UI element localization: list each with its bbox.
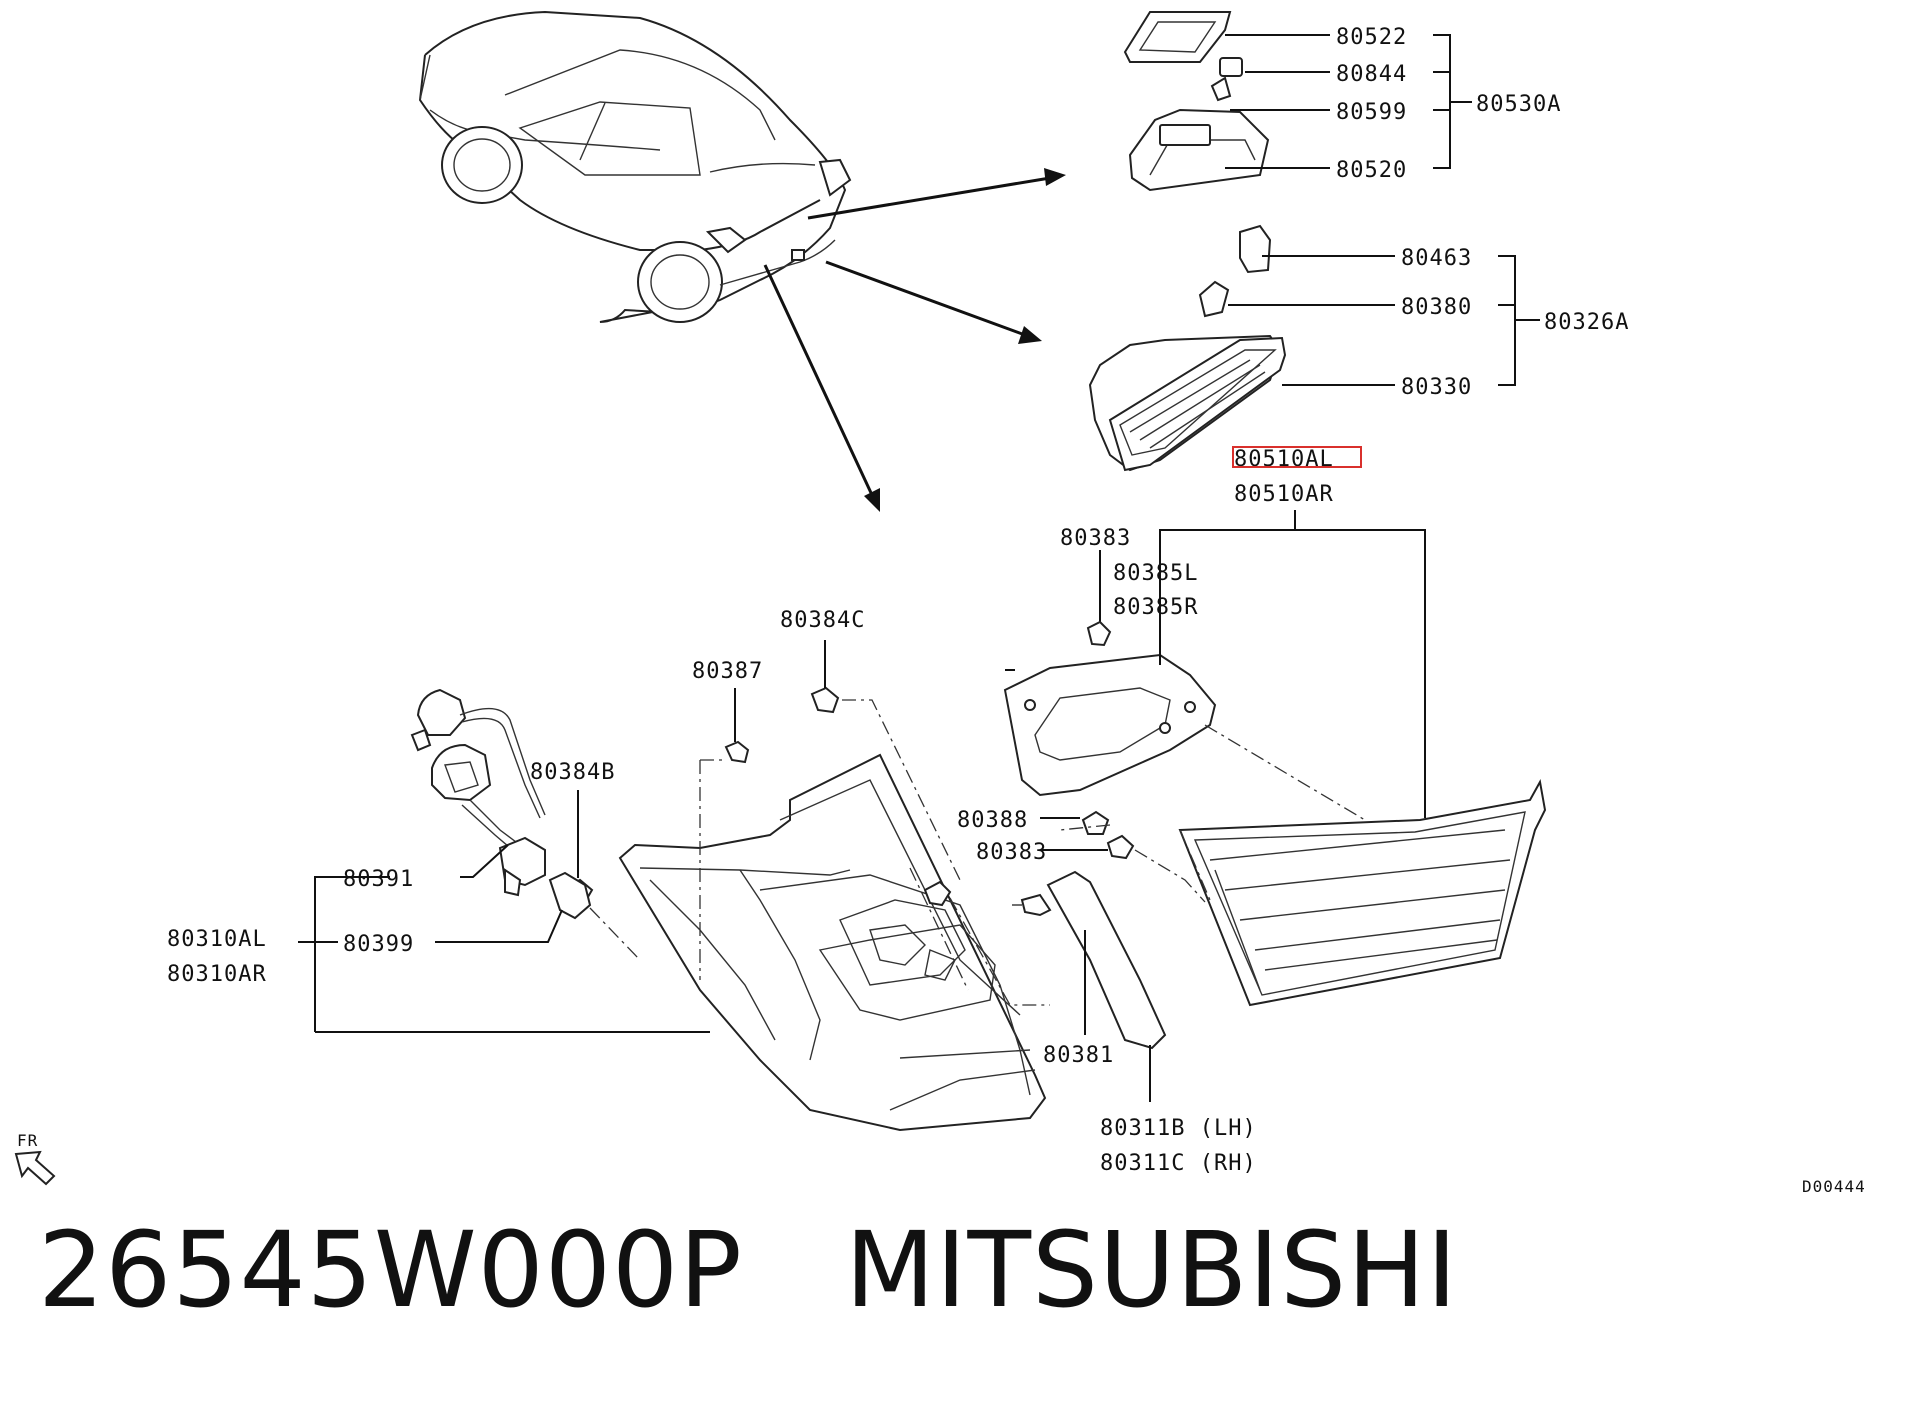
backup-lamp-assembly bbox=[1088, 224, 1287, 472]
clip-outer bbox=[923, 880, 952, 907]
label-80520: 80520 bbox=[1336, 158, 1407, 183]
car-outline bbox=[418, 10, 852, 323]
outer-tail-lamp bbox=[618, 753, 1047, 1132]
label-80311C-RH: 80311C (RH) bbox=[1100, 1151, 1257, 1176]
inner-tail-lamp bbox=[1178, 779, 1547, 1007]
pointer-arrows bbox=[763, 168, 1066, 512]
gasket-leaders bbox=[1099, 550, 1366, 821]
label-80310AL: 80310AL bbox=[167, 927, 267, 952]
gasket bbox=[1003, 653, 1217, 797]
label-80391: 80391 bbox=[343, 867, 414, 892]
label-80380: 80380 bbox=[1401, 295, 1472, 320]
label-80510AR: 80510AR bbox=[1234, 482, 1334, 507]
footer-title: 26545W000P MITSUBISHI bbox=[38, 1218, 1458, 1322]
part-number: 26545W000P bbox=[38, 1209, 743, 1331]
label-80326A: 80326A bbox=[1544, 310, 1629, 335]
label-80387: 80387 bbox=[692, 659, 763, 684]
outer-lamp-leaders bbox=[298, 640, 1151, 1102]
front-direction-indicator: FR bbox=[14, 1131, 56, 1186]
garnish-80311 bbox=[1046, 870, 1167, 1050]
label-80310AR: 80310AR bbox=[167, 962, 267, 987]
label-80311B-LH: 80311B (LH) bbox=[1100, 1116, 1257, 1141]
license-lamp-leaders bbox=[1225, 34, 1472, 169]
socket-harness bbox=[410, 688, 546, 897]
label-80383-top: 80383 bbox=[1060, 526, 1131, 551]
highlight-80510AL bbox=[1232, 446, 1362, 468]
label-80381: 80381 bbox=[1043, 1043, 1114, 1068]
label-80385L: 80385L bbox=[1113, 561, 1198, 586]
clip-80383-lower bbox=[1106, 834, 1135, 860]
label-80399: 80399 bbox=[343, 932, 414, 957]
label-80522: 80522 bbox=[1336, 25, 1407, 50]
clip-80388 bbox=[1081, 810, 1110, 835]
arrow-icon bbox=[14, 1150, 56, 1186]
label-80384B: 80384B bbox=[530, 760, 615, 785]
label-80383-lower: 80383 bbox=[976, 840, 1047, 865]
backup-lamp-leaders bbox=[1228, 255, 1540, 386]
label-80844: 80844 bbox=[1336, 62, 1407, 87]
diagram-code: D00444 bbox=[1802, 1177, 1866, 1196]
label-80385R: 80385R bbox=[1113, 595, 1198, 620]
label-80330: 80330 bbox=[1401, 375, 1472, 400]
dash-lines bbox=[589, 699, 1211, 1006]
license-lamp-assembly bbox=[1123, 11, 1270, 192]
clip-80383-top bbox=[1086, 620, 1112, 647]
bulb-80399 bbox=[548, 871, 592, 920]
label-80530A: 80530A bbox=[1476, 92, 1561, 117]
label-80388: 80388 bbox=[957, 808, 1028, 833]
brand-name: MITSUBISHI bbox=[845, 1209, 1459, 1331]
fr-label: FR bbox=[17, 1131, 38, 1150]
screw-80381 bbox=[1020, 893, 1052, 917]
label-80510AL: 80510AL bbox=[1234, 447, 1334, 472]
clip-80387 bbox=[724, 740, 750, 764]
label-80463: 80463 bbox=[1401, 246, 1472, 271]
label-80384C: 80384C bbox=[780, 608, 865, 633]
clip-80384C bbox=[810, 686, 840, 714]
label-80599: 80599 bbox=[1336, 100, 1407, 125]
